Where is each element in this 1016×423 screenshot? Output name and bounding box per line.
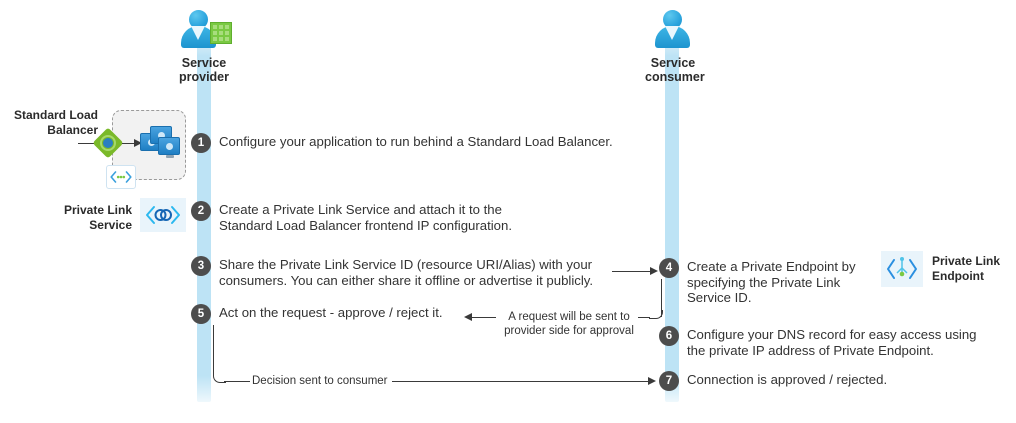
service-consumer-icon (645, 8, 701, 54)
connector-line (638, 317, 650, 318)
person-collar-icon (191, 26, 205, 40)
load-balancer-to-vm-line (122, 143, 136, 144)
resource-label-standard-load-balancer: Standard Load Balancer (13, 108, 98, 137)
actor-service-provider: Service provider (176, 8, 232, 84)
person-collar-icon (665, 26, 679, 40)
step-5: 5 Act on the request - approve / reject … (191, 304, 443, 324)
step-badge-3: 3 (191, 256, 211, 276)
connector-vertical (213, 325, 214, 374)
server-grid-icon (210, 22, 232, 44)
step-text-4: Create a Private Endpoint by specifying … (687, 259, 856, 305)
step-text-6: Configure your DNS record for easy acces… (687, 327, 977, 358)
connector-arrowhead-right (648, 377, 656, 385)
step-text-7: Connection is approved / rejected. (687, 372, 888, 387)
person-head-icon (189, 10, 208, 29)
connector-arrowhead-left (464, 313, 472, 321)
connector-label-decision-sent: Decision sent to consumer (252, 375, 388, 387)
step-text-2: Create a Private Link Service and attach… (219, 202, 513, 233)
connector-line (472, 317, 496, 318)
vm-icon (158, 137, 180, 155)
code-endpoint-icon (106, 165, 136, 189)
connector-elbow (213, 374, 226, 383)
connector-label-approval-request: A request will be sent to provider side … (504, 311, 634, 337)
actor-service-consumer: Service consumer (645, 8, 705, 84)
connector-vertical (661, 279, 662, 317)
private-link-service-icon (140, 198, 186, 232)
step-badge-7: 7 (659, 371, 679, 391)
person-head-icon (663, 10, 682, 29)
step-4: 4 Create a Private Endpoint by specifyin… (659, 258, 856, 306)
step-7: 7 Connection is approved / rejected. (659, 371, 887, 391)
connector-line (612, 271, 652, 272)
load-balancer-to-vm-arrow (134, 139, 142, 147)
virtual-machines-icon (140, 126, 182, 160)
actor-label-provider: Service provider (178, 56, 229, 84)
step-badge-1: 1 (191, 133, 211, 153)
connector-arrowhead-right (650, 267, 658, 275)
service-provider-icon (176, 8, 232, 54)
step-text-5: Act on the request - approve / reject it… (219, 305, 443, 320)
step-text-1: Configure your application to run behind… (219, 134, 613, 149)
resource-label-private-link-endpoint: Private Link Endpoint (932, 254, 1001, 283)
connector-line (392, 381, 650, 382)
step-3: 3 Share the Private Link Service ID (res… (191, 256, 593, 288)
step-badge-5: 5 (191, 304, 211, 324)
load-balancer-leader-line (78, 143, 100, 144)
private-link-endpoint-icon (881, 251, 923, 287)
resource-label-private-link-service: Private Link Service (63, 203, 132, 232)
connector-line (224, 381, 250, 382)
step-badge-2: 2 (191, 201, 211, 221)
step-1: 1 Configure your application to run behi… (191, 133, 613, 153)
step-badge-6: 6 (659, 326, 679, 346)
step-6: 6 Configure your DNS record for easy acc… (659, 326, 977, 358)
actor-label-consumer: Service consumer (645, 56, 705, 84)
step-text-3: Share the Private Link Service ID (resou… (219, 257, 594, 288)
lifeline-service-consumer (665, 30, 679, 402)
connector-elbow (649, 310, 663, 319)
vm-stand-icon (166, 155, 174, 158)
step-2: 2 Create a Private Link Service and atta… (191, 201, 512, 233)
step-badge-4: 4 (659, 258, 679, 278)
